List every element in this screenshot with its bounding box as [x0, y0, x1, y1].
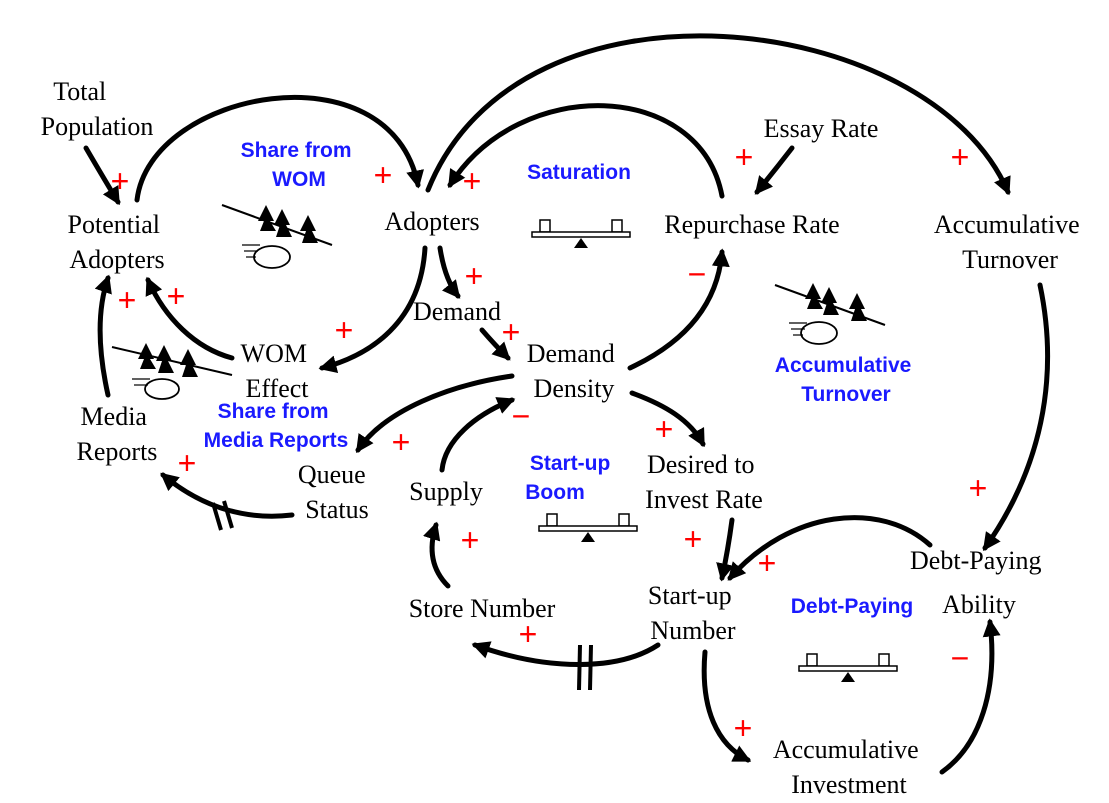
- variable-total-population: Total Population: [41, 77, 154, 141]
- polarity-sign: +: [392, 424, 411, 460]
- polarity-sign: +: [951, 139, 970, 175]
- polarity-sign: +: [178, 445, 197, 481]
- polarity-signs: + + + + + + + + + + − + + − + + + + + + …: [111, 139, 988, 746]
- polarity-sign: −: [951, 640, 970, 676]
- link-adopters-to-wom-effect: [318, 245, 428, 374]
- polarity-sign: +: [118, 282, 137, 318]
- link-demand-density-to-queue-status: [355, 373, 515, 453]
- reinforcing-snowball-icon: [111, 343, 233, 400]
- polarity-sign: +: [655, 411, 674, 447]
- reinforcing-snowball-icon: [221, 204, 333, 269]
- polarity-sign: +: [461, 522, 480, 558]
- variable-debt-paying-ability: Debt-Paying Ability: [910, 546, 1048, 619]
- link-desired-to-invest-rate-to-start-up-number: [716, 517, 735, 582]
- polarity-sign: +: [167, 278, 186, 314]
- variable-accumulative-turnover: Accumulative Turnover: [934, 210, 1086, 274]
- polarity-sign: +: [374, 157, 393, 193]
- variables: Total Population Potential Adopters Adop…: [41, 77, 1086, 799]
- link-total-population-to-potential-adopters: [83, 145, 121, 206]
- link-demand-density-to-desired-to-invest-rate: [629, 390, 706, 448]
- variable-accumulative-investment: Accumulative Investment: [773, 735, 925, 799]
- link-supply-to-demand-density: [439, 397, 516, 473]
- link-essay-rate-to-repurchase-rate: [754, 145, 795, 195]
- link-start-up-number-to-accumulative-investment: [701, 649, 752, 763]
- link-demand-density-to-repurchase-rate: [627, 248, 730, 371]
- variable-desired-to-invest-rate: Desired to Invest Rate: [645, 450, 763, 514]
- delay-mark-queue-to-media: [211, 500, 234, 531]
- polarity-sign: +: [465, 258, 484, 294]
- polarity-sign: +: [735, 139, 754, 175]
- delay-mark-startup-to-store: [577, 644, 593, 691]
- polarity-sign: +: [502, 314, 521, 350]
- loop-label-debt-paying: Debt-Paying: [791, 595, 914, 618]
- loop-label-share-from-media-reports: Share from Media Reports: [204, 400, 349, 452]
- link-potential-adopters-to-adopters: [134, 94, 424, 203]
- link-adopters-to-accumulative-turnover: [425, 33, 1011, 196]
- link-repurchase-rate-to-adopters: [447, 103, 725, 199]
- variable-repurchase-rate: Repurchase Rate: [664, 210, 839, 239]
- variable-queue-status: Queue Status: [298, 460, 372, 524]
- variable-wom-effect: WOM Effect: [241, 339, 314, 403]
- link-start-up-number-to-store-number: [471, 641, 661, 667]
- variable-essay-rate: Essay Rate: [764, 114, 879, 143]
- polarity-sign: +: [684, 521, 703, 557]
- polarity-sign: +: [111, 163, 130, 199]
- link-debt-paying-ability-to-start-up-number: [727, 515, 933, 581]
- polarity-sign: +: [335, 312, 354, 348]
- link-store-number-to-supply: [423, 521, 451, 589]
- polarity-sign: +: [734, 710, 753, 746]
- loop-label-share-from-wom: Share from WOM: [241, 139, 358, 191]
- variable-potential-adopters: Potential Adopters: [68, 210, 167, 274]
- link-accumulative-turnover-to-debt-paying-ability: [982, 282, 1051, 551]
- polarity-sign: +: [969, 470, 988, 506]
- balancing-seesaw-icon: [531, 219, 631, 248]
- link-wom-effect-to-potential-adopters: [145, 276, 235, 361]
- loop-label-saturation: Saturation: [527, 161, 631, 184]
- polarity-sign: +: [463, 163, 482, 199]
- reinforcing-snowball-icon: [774, 283, 886, 345]
- variable-start-up-number: Start-up Number: [648, 581, 738, 645]
- polarity-sign: +: [758, 545, 777, 581]
- variable-demand-density: Demand Density: [527, 339, 622, 403]
- variable-demand: Demand: [413, 297, 501, 326]
- variable-supply: Supply: [409, 477, 483, 506]
- variable-store-number: Store Number: [409, 594, 556, 623]
- balancing-seesaw-icon: [798, 653, 898, 682]
- link-demand-to-demand-density: [479, 327, 511, 361]
- balancing-seesaw-icon: [538, 513, 638, 542]
- loop-label-start-up-boom: Start-up Boom: [525, 452, 616, 504]
- polarity-sign: −: [512, 398, 531, 434]
- link-media-reports-to-potential-adopters: [94, 274, 112, 398]
- variable-media-reports: Media Reports: [77, 402, 158, 466]
- link-accumulative-investment-to-debt-paying-ability: [939, 618, 1001, 775]
- loop-label-accumulative-turnover: Accumulative Turnover: [775, 354, 917, 406]
- polarity-sign: +: [519, 616, 538, 652]
- polarity-sign: −: [688, 256, 707, 292]
- loop-labels: Share from WOM Saturation Accumulative T…: [204, 139, 917, 618]
- variable-adopters: Adopters: [384, 207, 479, 236]
- link-adopters-to-demand: [437, 245, 461, 299]
